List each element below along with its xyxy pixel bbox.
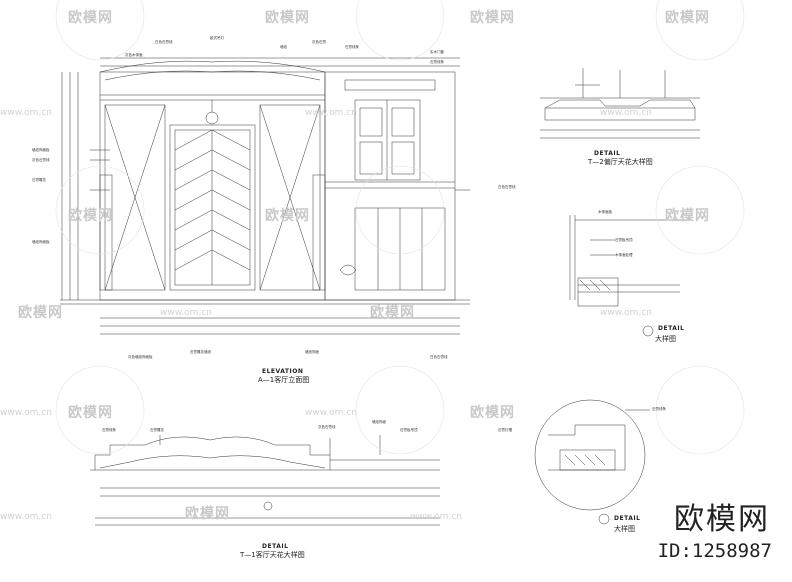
detail-mid-title-cn: 大样图 bbox=[655, 335, 676, 343]
annotation-label: 石膏雕花墙纸 bbox=[190, 350, 211, 354]
annotation-label: 灰色木饰面 bbox=[125, 53, 143, 57]
watermark-brand: 欧模网 bbox=[665, 10, 710, 26]
annotation-label: 木饰面处理 bbox=[615, 253, 633, 257]
watermark-brand: 欧模网 bbox=[665, 208, 710, 224]
detail-br-title-en: DETAIL bbox=[614, 515, 641, 522]
annotation-label: 白色石膏线 bbox=[430, 355, 448, 359]
detail-mid-title-en: DETAIL bbox=[658, 325, 685, 332]
detail-t1-drawing bbox=[90, 435, 440, 526]
annotation-label: 墙纸饰面板 bbox=[32, 148, 50, 152]
elevation-title-en: ELEVATION bbox=[262, 368, 304, 375]
detail-br-title-cn: 大样图 bbox=[614, 525, 635, 533]
watermark-url: www.om.cn bbox=[305, 108, 357, 118]
watermark-brand: 欧模网 bbox=[370, 305, 415, 321]
annotation-label: 石膏灯槽 bbox=[498, 428, 512, 432]
detail-t2-title-en: DETAIL bbox=[594, 150, 621, 157]
annotation-label: 墙纸饰面板 bbox=[32, 240, 50, 244]
annotation-label: 墙纸饰面 bbox=[372, 420, 386, 424]
elevation-drawing bbox=[60, 57, 470, 335]
watermark-url: www.om.cn bbox=[600, 308, 652, 318]
annotation-label: 灰色石膏线 bbox=[318, 425, 336, 429]
annotation-label: 石膏雕花 bbox=[150, 428, 164, 432]
annotation-label: 木饰面板 bbox=[598, 210, 612, 214]
watermark-url: www.om.cn bbox=[305, 408, 357, 418]
corner-model-id: ID:1258987 bbox=[657, 540, 772, 562]
watermark-url: www.om.cn bbox=[410, 512, 462, 522]
annotation-label: 灰色石膏线 bbox=[32, 158, 50, 162]
watermark-url: www.om.cn bbox=[600, 108, 652, 118]
watermark-brand: 欧模网 bbox=[470, 10, 515, 26]
detail-t2-title-cn: T—2偏厅天花大样图 bbox=[588, 158, 653, 166]
annotation-label: 欧式吊灯 bbox=[210, 36, 224, 40]
watermark-url: www.om.cn bbox=[0, 512, 52, 522]
watermark-url: www.om.cn bbox=[160, 308, 212, 318]
detail-t1-title-en: DETAIL bbox=[262, 543, 289, 550]
annotation-label: 石膏线条 bbox=[102, 428, 116, 432]
watermark-brand: 欧模网 bbox=[68, 405, 113, 421]
annotation-label: 灰色墙纸饰面板 bbox=[128, 355, 153, 359]
watermark-brand: 欧模网 bbox=[68, 10, 113, 26]
watermark-brand: 欧模网 bbox=[185, 506, 230, 522]
watermark-brand: 欧模网 bbox=[265, 10, 310, 26]
annotation-label: 白色石膏线 bbox=[498, 185, 516, 189]
annotation-label: 石膏板吊顶 bbox=[400, 428, 418, 432]
annotation-label: 石膏雕花 bbox=[32, 178, 46, 182]
detail-circle-drawing bbox=[534, 399, 650, 525]
watermark-url: www.om.cn bbox=[0, 408, 52, 418]
annotation-label: 石膏线条 bbox=[652, 407, 666, 411]
annotation-label: 石膏板吊顶 bbox=[615, 238, 633, 242]
watermark-brand: 欧模网 bbox=[18, 305, 63, 321]
annotation-label: 石膏线条 bbox=[345, 45, 359, 49]
watermark-url: www.om.cn bbox=[0, 108, 52, 118]
corner-brand-logo: 欧模网 bbox=[674, 502, 770, 537]
annotation-label: 墙纸 bbox=[280, 45, 287, 49]
detail-t2-drawing bbox=[540, 68, 700, 139]
watermark-brand: 欧模网 bbox=[68, 208, 113, 224]
elevation-title-cn: A—1客厅立面图 bbox=[258, 376, 310, 384]
detail-t1-title-cn: T—1客厅天花大样图 bbox=[240, 551, 305, 559]
annotation-label: 灰色石膏 bbox=[312, 40, 326, 44]
watermark-brand: 欧模网 bbox=[265, 208, 310, 224]
annotation-label: 白色石膏线 bbox=[155, 40, 173, 44]
annotation-label: 墙纸饰面 bbox=[305, 350, 319, 354]
watermark-brand: 欧模网 bbox=[470, 405, 515, 421]
annotation-label: 石膏线条 bbox=[430, 60, 444, 64]
annotation-label: 实木门套 bbox=[430, 50, 444, 54]
detail-mid-right-drawing bbox=[569, 215, 690, 337]
